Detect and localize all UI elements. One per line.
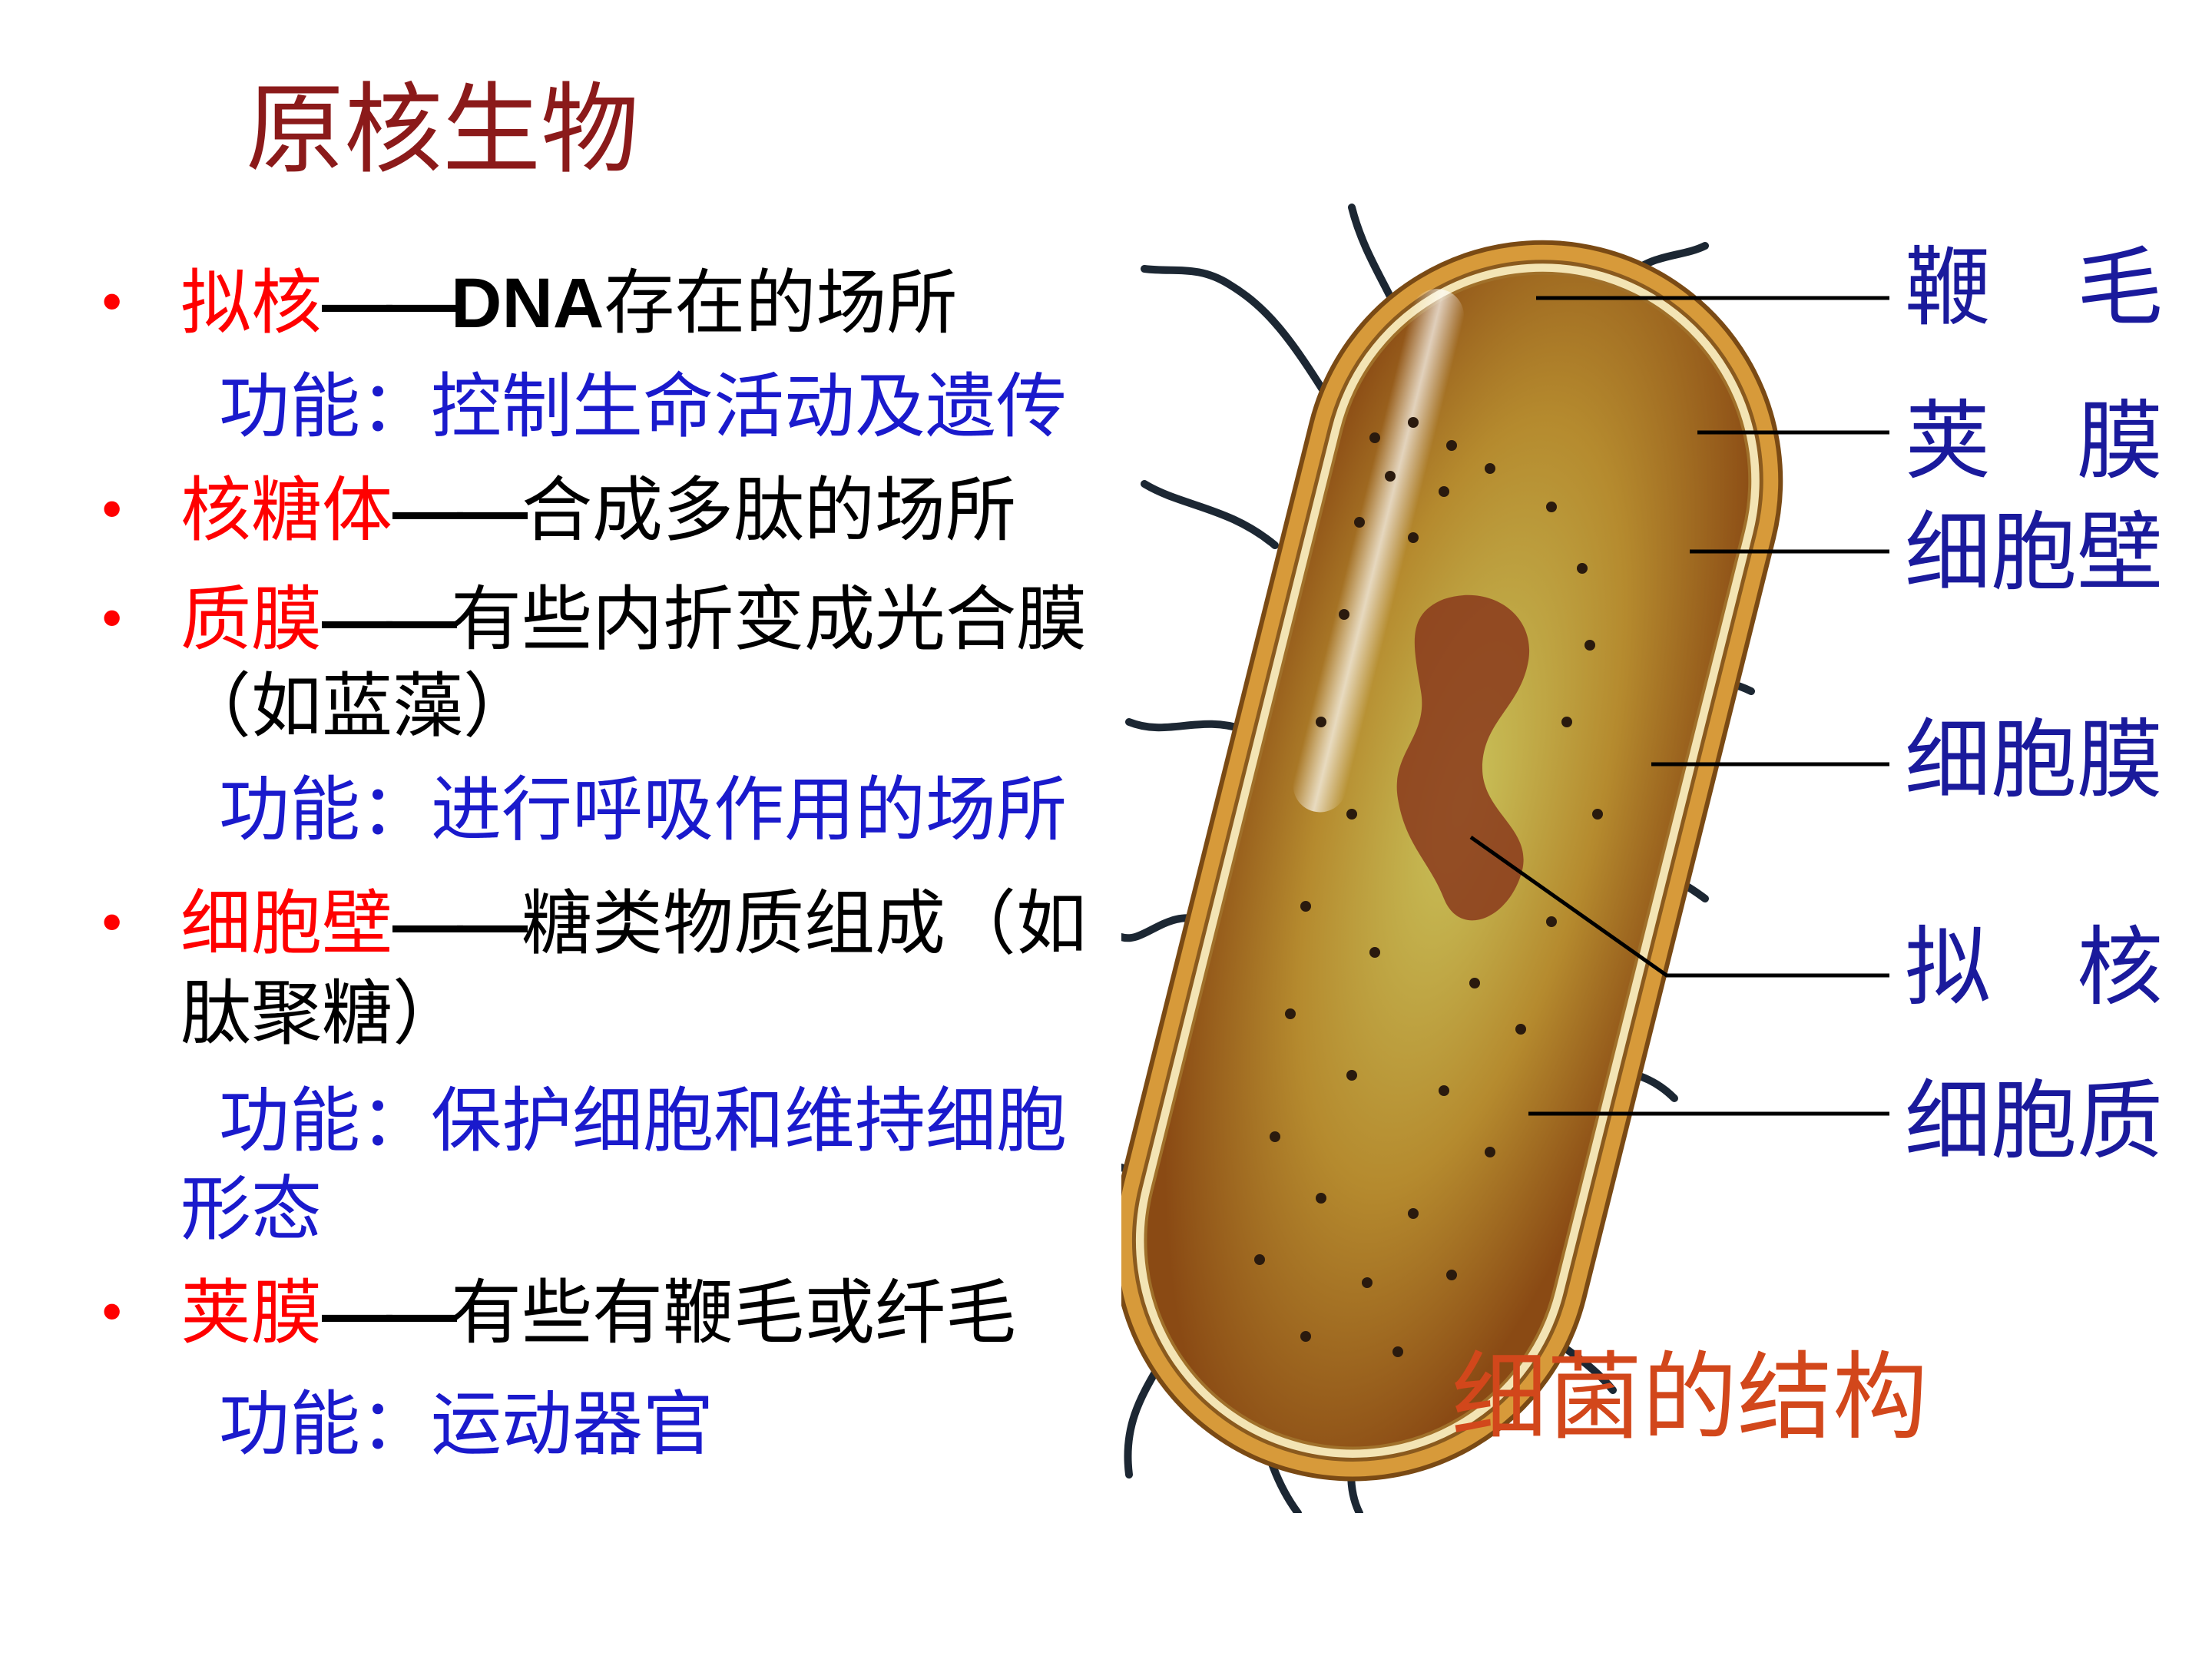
label-cytoplasm: 细胞质 [1905,1071,2163,1171]
bullet-nucleoid: 拟核——DNA存在的场所 [180,261,957,346]
membrane-desc-cont: （如蓝藻） [180,665,535,747]
term-dash: —— [322,264,457,343]
diagram-caption: 细菌的结构 [1452,1343,1929,1453]
membrane-desc: 有些内折变成光合膜 [451,578,1088,661]
term-ribosome: 核糖体 [180,469,393,551]
term-cellwall: 细胞壁 [180,882,393,965]
ribosome-desc: 合成多肽的场所 [522,469,1017,551]
flagellum [1141,265,1333,403]
label-capsule: 荚 膜 [1905,392,2163,492]
term-membrane: 质膜 [180,578,323,661]
function-text: 控制生命活动及遗传 [431,366,1068,448]
bullet-dot: • [96,1282,128,1345]
cellwall-desc-cont: 肽聚糖） [180,972,464,1055]
function-text: 保护细胞和维持细胞 [431,1080,1068,1162]
bullet-cellwall: 细胞壁——糖类物质组成（如 [180,882,1087,966]
nucleoid-dna [1396,594,1530,921]
nucleoid-region [1396,594,1530,921]
bullet-dot: • [96,272,128,335]
label-nucleoid: 拟 核 [1905,918,2163,1018]
highlight [1293,289,1465,813]
label-cell-membrane: 细胞膜 [1905,710,2163,810]
term-dash: —— [392,472,528,550]
dna-label: DNA [451,264,604,343]
leader-nucleoid [1469,835,1889,978]
flagellum [1125,718,1248,733]
function-label: 功能： [219,1080,432,1162]
function-text: 运动器官 [431,1383,714,1465]
bullet-membrane: 质膜——有些内折变成光合膜 [180,578,1087,662]
term-dash: —— [322,581,457,659]
term-dash: —— [322,1274,457,1353]
function-label: 功能： [219,366,432,448]
function-membrane: 功能：进行呼吸作用的场所 [219,768,1067,853]
function-label: 功能： [219,1383,432,1465]
function-cellwall: 功能：保护细胞和维持细胞 [219,1079,1067,1164]
cellwall-desc: 糖类物质组成（如 [522,882,1088,965]
capsule-desc: 有些有鞭毛或纤毛 [451,1272,1017,1354]
slide-title: 原核生物 [246,73,640,187]
function-text: 进行呼吸作用的场所 [431,769,1068,851]
bacterium-illustration [1121,204,1783,1513]
bullet-dot: • [96,892,128,955]
bacterium-body [1121,240,1783,1482]
flagellum [1141,480,1279,549]
bullet-dot: • [96,479,128,542]
bullet-dot: • [96,588,128,651]
function-capsule: 功能：运动器官 [219,1382,714,1467]
bullet-ribosome: 核糖体——合成多肽的场所 [180,469,1016,553]
nucleoid-desc: 存在的场所 [604,262,958,344]
label-cell-wall: 细胞壁 [1905,503,2163,603]
function-cellwall-cont: 形态 [180,1168,323,1250]
term-dash: —— [392,885,528,963]
ribosome-dots [1254,417,1603,1357]
term-capsule: 荚膜 [180,1272,323,1354]
bullet-capsule: 荚膜——有些有鞭毛或纤毛 [180,1271,1016,1356]
term-nucleoid: 拟核 [180,262,323,344]
leader-lines [1469,296,1889,1116]
label-flagellum: 鞭 毛 [1905,238,2163,338]
function-nucleoid: 功能：控制生命活动及遗传 [219,365,1067,449]
function-label: 功能： [219,769,432,851]
